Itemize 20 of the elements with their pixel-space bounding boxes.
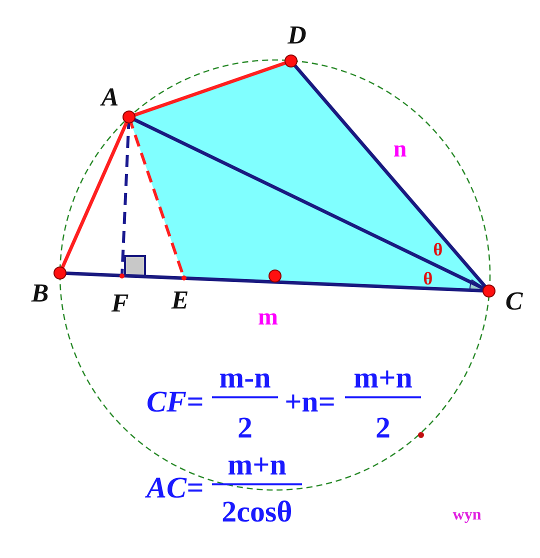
fraction-numerator: m+n <box>212 449 302 485</box>
fraction-denominator: 2cosθ <box>222 496 292 528</box>
formula-text: +n= <box>284 386 336 418</box>
point-label: C <box>505 287 523 315</box>
point-label: B <box>31 279 49 307</box>
point-label: D <box>288 21 306 49</box>
point-label: E <box>171 286 189 314</box>
length-label: m <box>258 305 278 331</box>
fraction-denominator: 2 <box>376 412 390 444</box>
length-label: n <box>393 137 407 163</box>
point-label: F <box>111 289 129 317</box>
fraction-denominator: 2 <box>238 412 252 444</box>
signature-text: wyn <box>452 508 482 524</box>
formula-text: AC= <box>146 472 204 504</box>
fraction-numerator: m+n <box>345 362 421 398</box>
angle-label: θ <box>423 270 433 288</box>
angle-label: θ <box>433 240 443 260</box>
fraction-numerator: m-n <box>212 362 278 398</box>
point-label: A <box>101 83 119 111</box>
formula-text: CF= <box>146 386 204 418</box>
